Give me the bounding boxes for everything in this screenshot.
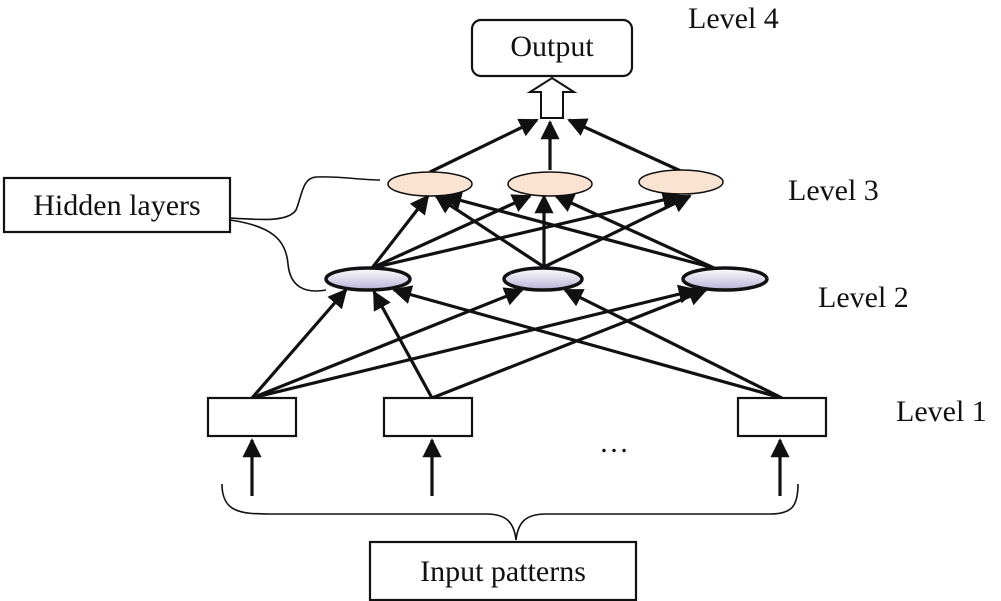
- input-box: [206, 396, 298, 438]
- level2-to-level3-edges: [370, 190, 715, 270]
- edge-l3c-output: [567, 118, 684, 174]
- level3-node: [507, 171, 593, 197]
- edge-l1b-l2c: [431, 287, 708, 400]
- level-2-label: Level 2: [818, 281, 909, 314]
- edge-l2c-l3b: [554, 194, 715, 270]
- level3-nodes: [387, 169, 724, 197]
- level1-input-boxes: [206, 396, 828, 438]
- edge-l1a-l2b: [251, 287, 524, 400]
- level2-node: [324, 266, 412, 292]
- output-label: Output: [510, 30, 594, 63]
- input-patterns-box: [368, 540, 638, 601]
- level-4-label: Level 4: [688, 2, 779, 35]
- level2-nodes: [324, 266, 769, 292]
- level-1-label: Level 1: [896, 395, 987, 428]
- edge-l2a-l3b: [371, 194, 532, 270]
- edge-l1c-l2a: [392, 285, 783, 400]
- edge-l1c-l2b: [563, 288, 783, 400]
- level3-node: [638, 169, 724, 195]
- output-hollow-arrow: [526, 76, 578, 119]
- input-brace: [221, 483, 799, 541]
- edge-l2a-l3c: [371, 190, 682, 270]
- level2-node: [681, 266, 769, 292]
- edge-l3a-output: [429, 118, 539, 174]
- edge-l2b-l3c: [543, 194, 692, 269]
- output-box: [470, 18, 634, 78]
- edge-l1a-l2a: [250, 288, 348, 400]
- ellipsis-label: …: [599, 426, 629, 459]
- input-box: [736, 396, 828, 438]
- hidden-layers-callout-to-level3: [229, 176, 381, 221]
- level1-to-level2-edges: [250, 284, 783, 400]
- input-patterns-label: Input patterns: [420, 555, 586, 588]
- edge-l2a-l3a: [370, 194, 430, 269]
- hidden-layers-callout-to-level2: [229, 219, 327, 292]
- edge-l1a-l2c: [251, 284, 698, 400]
- input-box: [382, 396, 474, 438]
- input-arrows: [242, 438, 790, 496]
- edge-l1b-l2a: [372, 290, 434, 399]
- hidden-layers-label: Hidden layers: [33, 189, 200, 222]
- level3-node: [387, 171, 473, 197]
- hidden-layers-box: [2, 176, 232, 234]
- level3-to-output-edges: [429, 118, 684, 174]
- edge-l2c-l3a: [442, 191, 715, 270]
- level2-node: [502, 266, 584, 292]
- level-3-label: Level 3: [788, 174, 879, 207]
